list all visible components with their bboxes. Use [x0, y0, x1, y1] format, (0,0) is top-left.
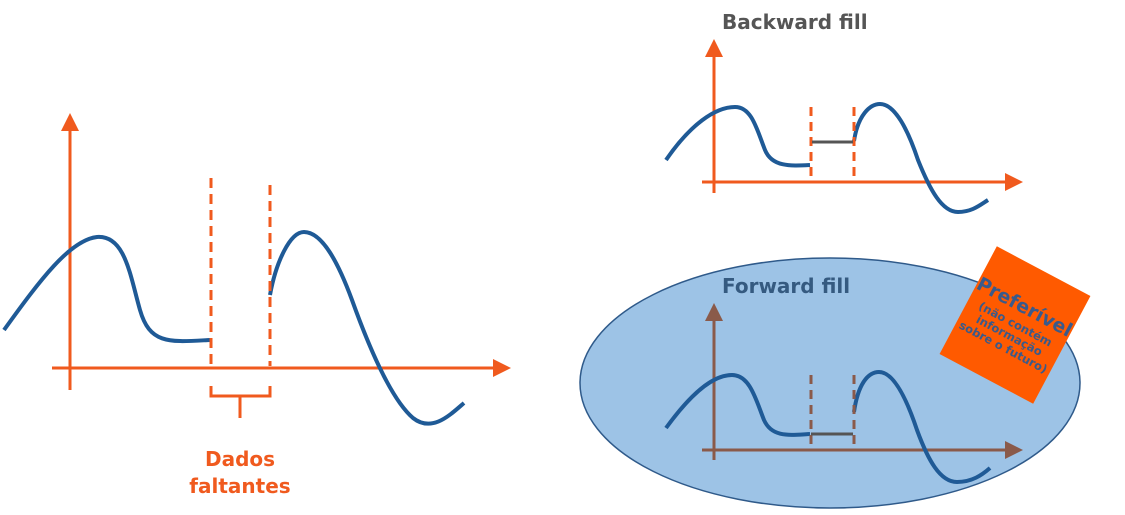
- forward-signal-left: [664, 372, 811, 437]
- backward-fill-title: Backward fill: [722, 10, 868, 34]
- forward-signal-right: [852, 369, 992, 485]
- preferred-badge-bg: [939, 246, 1091, 404]
- missing-data-label-line2: faltantes: [189, 474, 291, 498]
- main-plot: [2, 113, 511, 426]
- main-signal-right: [268, 229, 466, 426]
- backward-signal-left: [664, 104, 811, 168]
- forward-fill-plot: [579, 257, 1081, 509]
- missing-data-bracket: [209, 386, 272, 418]
- forward-fill-title: Forward fill: [722, 274, 851, 298]
- missing-data-label: Dados faltantes: [160, 446, 320, 500]
- main-signal-left: [2, 234, 211, 344]
- backward-signal-right: [852, 101, 990, 215]
- backward-fill-plot: [664, 39, 1023, 215]
- missing-data-label-line1: Dados: [204, 447, 276, 471]
